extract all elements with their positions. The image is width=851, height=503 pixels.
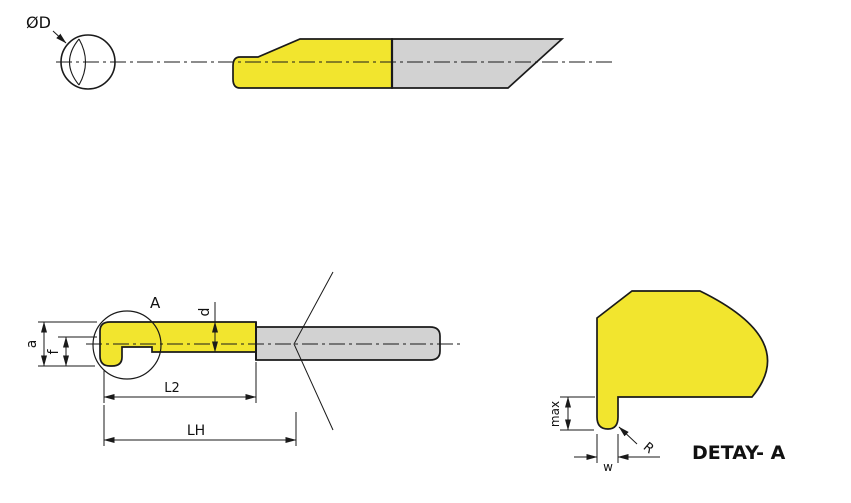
dimension-f-label: f [46,348,62,354]
dimension-w-label: w [603,460,613,474]
dimension-l2-label: L2 [164,381,180,396]
dimension-l2: L2 [103,362,257,403]
diameter-label: ØD [26,13,51,32]
detail-callout-circle [92,310,162,380]
dimension-d-label: d [197,308,213,317]
top-view: ØD [26,13,612,90]
diameter-leader-line [52,30,67,44]
dimension-max-label: max [548,401,562,427]
dimension-r-label: R [640,440,657,457]
break-line [293,271,334,431]
detail-view: max w R DETAY- A [548,290,786,474]
detail-title: DETAY- A [692,442,786,464]
dimension-a-label: a [24,340,40,349]
dimension-d: d [197,302,218,353]
detail-tip-shape [596,290,769,430]
dimension-w: w [574,434,660,474]
dimension-f: f [46,336,97,367]
dimension-max: max [548,396,595,431]
shank-top-view [391,38,565,89]
cutting-head-top-view [232,38,393,89]
dimension-r: R [618,426,657,457]
dimension-lh-label: LH [187,423,205,439]
dimension-lh: LH [103,405,297,446]
shank-side-view [255,326,441,361]
detail-callout-label: A [150,294,161,312]
side-view: A d a f L2 [24,271,462,446]
